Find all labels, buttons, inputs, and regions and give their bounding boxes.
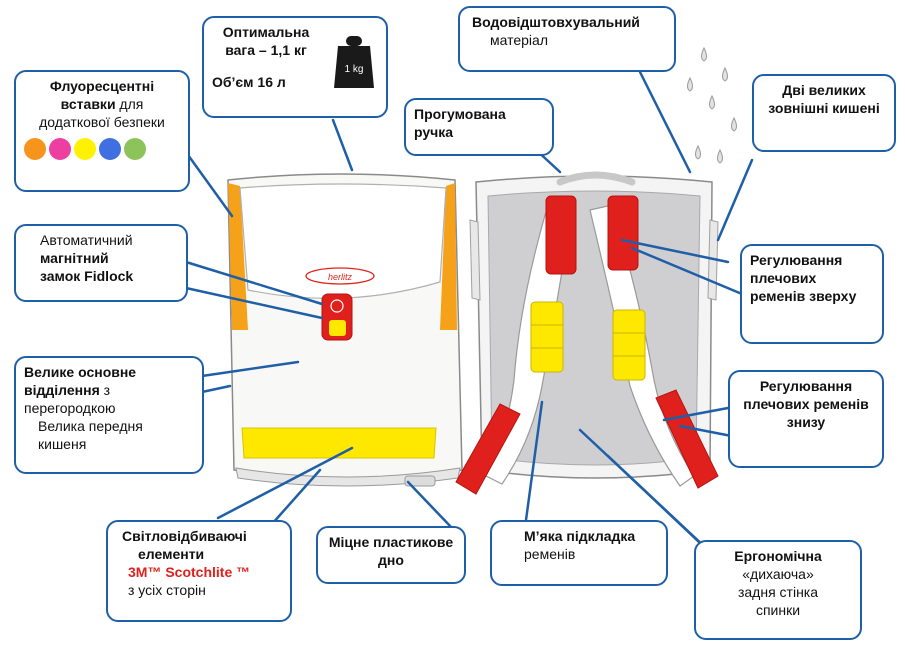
color-dot-3 bbox=[74, 137, 96, 160]
reflective-brand: 3M™ Scotchlite ™ bbox=[128, 563, 251, 580]
handle bbox=[556, 171, 636, 186]
callout-ergonomic-back: Ергономічна «дихаюча» задня стінка спинк… bbox=[694, 540, 862, 640]
back-backpack bbox=[455, 171, 719, 495]
ergo-line4: спинки bbox=[755, 601, 801, 618]
top-adjuster-right bbox=[607, 195, 639, 271]
lock-line3: замок Fidlock bbox=[40, 267, 134, 284]
lock-line1: Автоматичний bbox=[40, 232, 133, 248]
color-dots bbox=[24, 137, 180, 160]
front-pocket-text: Велика передня кишеня bbox=[38, 417, 143, 452]
bottom-adjuster-left bbox=[455, 403, 521, 495]
ergo-bold-text: Ергономічна bbox=[734, 548, 822, 564]
padding-rest-text: ременів bbox=[524, 545, 576, 562]
fluor-rest-text: для додаткової безпеки bbox=[39, 95, 165, 130]
callout-main-compartment: Велике основне відділення з перегородкою… bbox=[14, 356, 204, 474]
weight-line1: Оптимальна bbox=[222, 24, 310, 40]
bottom-adjuster-right bbox=[655, 389, 719, 489]
waterproof-rest-text: матеріал bbox=[490, 31, 548, 48]
callout-plastic-bottom: Міцне пластикове дно bbox=[316, 526, 466, 584]
shoulder-bottom-text: Регулювання плечових ременів знизу bbox=[743, 378, 869, 430]
weight-line2: вага – 1,1 кг bbox=[225, 41, 307, 58]
volume-text: Об’єм 16 л bbox=[212, 73, 286, 90]
padding-bold-text: М’яка підкладка bbox=[524, 528, 636, 544]
callout-weight-volume: Оптимальна вага – 1,1 кг Об’єм 16 л 1 kg bbox=[202, 16, 388, 118]
callout-soft-padding: М’яка підкладка ременів bbox=[490, 520, 668, 586]
reflective-band bbox=[241, 427, 437, 459]
strap-pad-right bbox=[612, 309, 646, 381]
callout-two-pockets: Дві великих зовнішні кишені bbox=[752, 74, 896, 152]
callout-reflective: Світловідбиваючі елементи 3M™ Scotchlite… bbox=[106, 520, 292, 622]
brand-logo-text: herlitz bbox=[328, 272, 353, 282]
left-orange-insert bbox=[228, 183, 248, 330]
shoulder-top-text: Регулювання плечових ременів зверху bbox=[750, 252, 857, 304]
front-backpack: herlitz bbox=[227, 173, 463, 487]
main-rest-text: з перегородкою bbox=[24, 381, 116, 416]
fluor-bold-text: Флуоресцентні вставки bbox=[49, 78, 155, 112]
bottom-text: Міцне пластикове дно bbox=[328, 534, 454, 568]
lock-line2: магнітний bbox=[40, 249, 109, 266]
reflective-line2: елементи bbox=[138, 545, 205, 562]
callout-shoulder-top: Регулювання плечових ременів зверху bbox=[740, 244, 884, 344]
pockets-text: Дві великих зовнішні кишені bbox=[768, 82, 880, 116]
callout-rubber-handle: Прогумована ручка bbox=[404, 98, 554, 156]
water-drops bbox=[687, 46, 737, 164]
callout-magnetic-lock: Автоматичний магнітний замок Fidlock bbox=[14, 224, 188, 302]
ergo-line2: «дихаюча» bbox=[742, 565, 814, 582]
weight-icon-label: 1 kg bbox=[345, 64, 364, 75]
color-dot-1 bbox=[24, 137, 46, 160]
handle-text: Прогумована ручка bbox=[414, 106, 506, 140]
strap-pad-left bbox=[530, 301, 564, 373]
right-orange-insert bbox=[440, 183, 457, 330]
main-bold-text: Велике основне відділення bbox=[24, 364, 137, 398]
callout-shoulder-bottom: Регулювання плечових ременів знизу bbox=[728, 370, 884, 468]
color-dot-4 bbox=[99, 137, 121, 160]
weight-icon: 1 kg bbox=[334, 36, 374, 88]
top-adjuster-left bbox=[545, 195, 577, 275]
color-dot-5 bbox=[124, 137, 146, 160]
reflective-line1: Світловідбиваючі bbox=[122, 528, 247, 544]
waterproof-bold-text: Водовідштовхувальний bbox=[472, 14, 640, 30]
color-dot-2 bbox=[49, 137, 71, 160]
callout-fluorescent-inserts: Флуоресцентні вставки для додаткової без… bbox=[14, 70, 190, 192]
ergo-line3: задня стінка bbox=[737, 583, 819, 600]
reflective-line4: з усіх сторін bbox=[128, 581, 206, 598]
brand-logo bbox=[305, 267, 375, 285]
callout-water-repellent: Водовідштовхувальний матеріал bbox=[458, 6, 676, 72]
